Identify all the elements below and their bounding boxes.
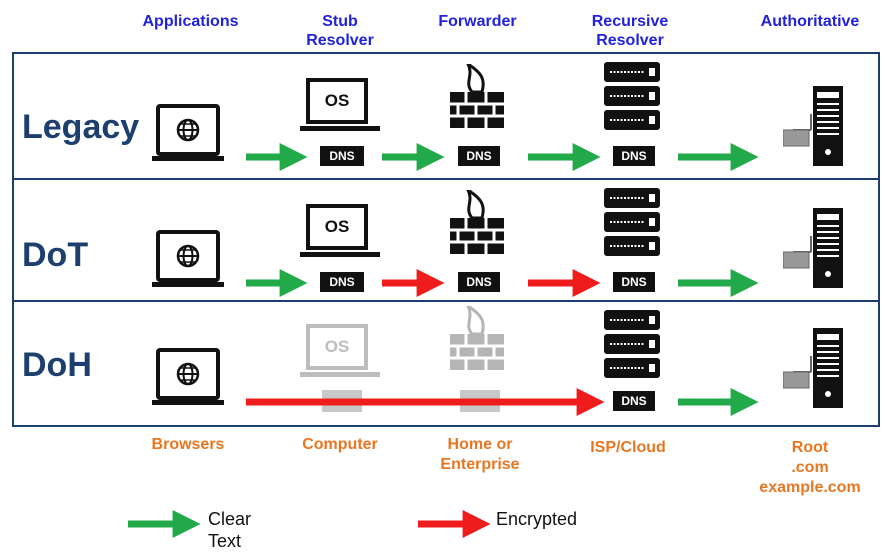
dns-badge: DNS	[613, 272, 655, 292]
row-label-dot: DoT	[22, 236, 89, 274]
footer-computer: Computer	[302, 436, 378, 453]
header-recursive-resolver: Recursive Resolver	[591, 13, 669, 49]
header-stub-resolver: Stub Resolver	[306, 13, 374, 49]
os-label: OS	[306, 204, 368, 250]
footer-home-enterprise: Home or Enterprise	[440, 436, 520, 473]
footer-authoritative-examples: Root .com example.com	[759, 439, 861, 496]
header-forwarder: Forwarder	[438, 13, 517, 30]
footer-browsers: Browsers	[151, 436, 225, 453]
dns-badge: DNS	[613, 146, 655, 166]
header-applications: Applications	[142, 13, 239, 30]
dns-badge: DNS	[320, 146, 364, 166]
dns-badge: DNS	[458, 146, 500, 166]
dns-badge: DNS	[613, 391, 655, 411]
footer-isp-cloud: ISP/Cloud	[590, 439, 666, 456]
row-label-doh: DoH	[22, 346, 92, 384]
laptop-os-icon: OS	[300, 202, 382, 260]
dns-badge: DNS	[320, 272, 364, 292]
legend-clear-label: Clear Text	[208, 509, 252, 551]
row-label-legacy: Legacy	[22, 108, 140, 146]
laptop-os-icon-faded: OS	[300, 322, 382, 380]
os-label: OS	[306, 324, 368, 370]
laptop-os-icon: OS	[300, 76, 382, 134]
legend-encrypted-label: Encrypted	[496, 509, 578, 529]
header-authoritative: Authoritative	[760, 13, 860, 30]
os-label: OS	[306, 78, 368, 124]
dns-badge: DNS	[458, 272, 500, 292]
